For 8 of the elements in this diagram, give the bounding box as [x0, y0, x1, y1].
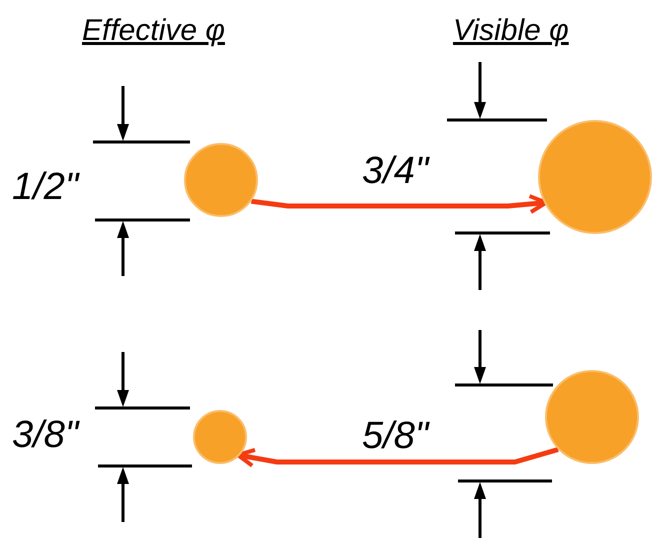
dimension-label: 3/4" [362, 152, 428, 190]
dimension-label: 1/2" [12, 168, 78, 206]
heading: Effective φ [82, 16, 225, 46]
dimension-label: 5/8" [362, 417, 428, 455]
heading: Visible φ [453, 16, 569, 46]
dimension-label: 3/8" [12, 416, 78, 454]
circle [193, 410, 247, 464]
arrow [236, 447, 559, 468]
